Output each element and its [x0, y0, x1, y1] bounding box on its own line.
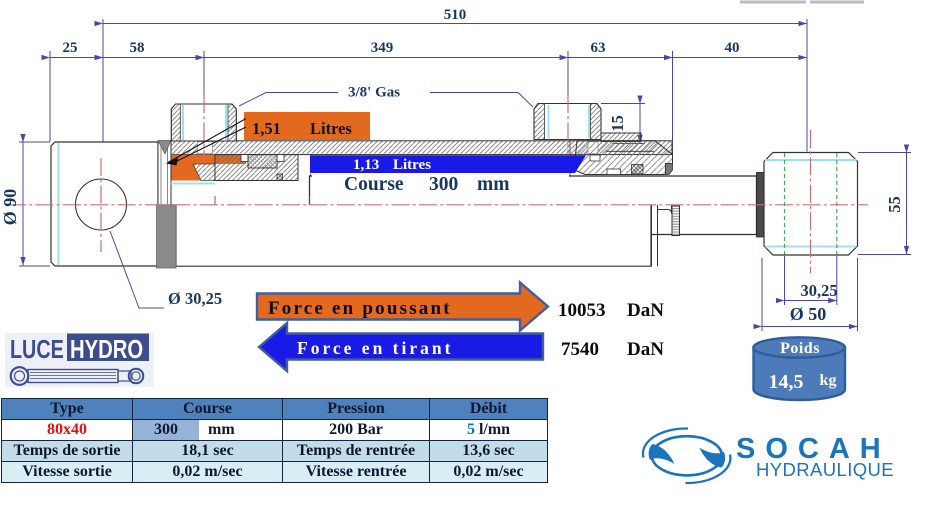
svg-text:HYDRAULIQUE: HYDRAULIQUE [756, 459, 894, 480]
svg-text:15: 15 [608, 115, 627, 132]
svg-text:DaN: DaN [627, 300, 664, 321]
svg-text:kg: kg [820, 372, 837, 389]
svg-text:30,25: 30,25 [800, 281, 837, 300]
svg-text:HYDRO: HYDRO [70, 335, 143, 364]
svg-text:58: 58 [130, 40, 145, 56]
svg-text:1,51: 1,51 [252, 119, 281, 138]
svg-text:25: 25 [63, 40, 78, 56]
svg-text:Ø 90: Ø 90 [0, 189, 20, 226]
svg-text:510: 510 [444, 7, 467, 23]
svg-text:Litres: Litres [310, 119, 352, 138]
svg-text:mm: mm [477, 174, 510, 195]
svg-text:10053: 10053 [558, 300, 606, 321]
svg-text:300: 300 [429, 174, 458, 195]
svg-text:Poids: Poids [780, 340, 820, 357]
svg-text:14,5: 14,5 [769, 371, 804, 393]
svg-text:63: 63 [591, 40, 606, 56]
svg-text:40: 40 [725, 40, 740, 56]
svg-text:Force en tirant: Force en tirant [297, 338, 453, 358]
svg-text:Force en poussant: Force en poussant [268, 298, 452, 319]
svg-text:55: 55 [885, 196, 904, 213]
svg-text:Ø 50: Ø 50 [790, 304, 827, 324]
svg-text:DaN: DaN [627, 339, 664, 360]
svg-text:7540: 7540 [561, 339, 599, 360]
svg-text:Ø 30,25: Ø 30,25 [168, 289, 222, 308]
svg-text:1,13: 1,13 [353, 157, 379, 173]
svg-text:349: 349 [371, 40, 394, 56]
svg-text:Litres: Litres [393, 157, 431, 173]
svg-text:SOCAH: SOCAH [736, 433, 891, 465]
svg-text:3/8' Gas: 3/8' Gas [348, 85, 400, 101]
svg-text:Course: Course [344, 174, 404, 195]
svg-text:LUCE: LUCE [10, 334, 64, 363]
